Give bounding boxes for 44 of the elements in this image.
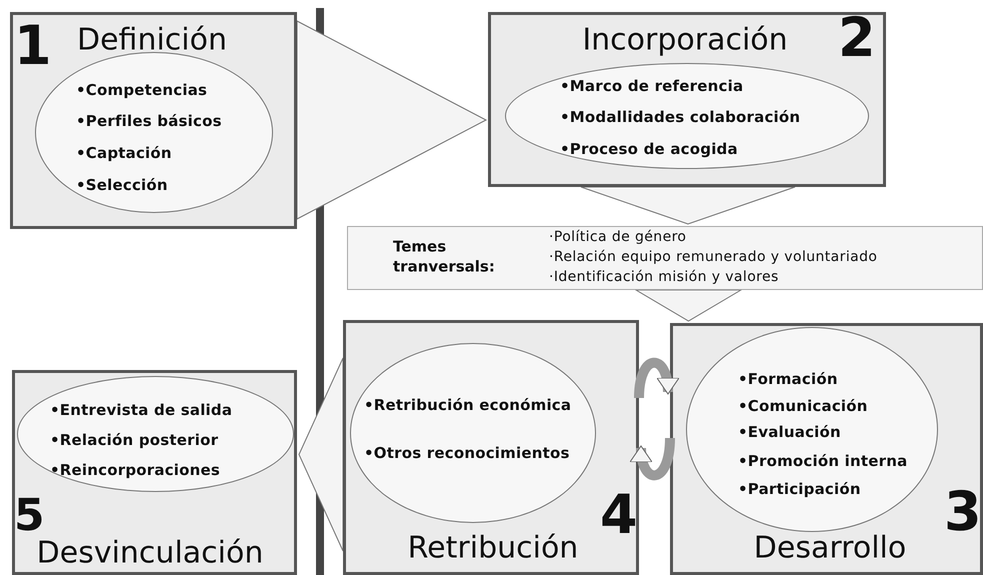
- note-heading: Temes tranversals:: [393, 238, 496, 276]
- bullet-item: •Evaluación: [738, 423, 841, 441]
- stage-box: [343, 320, 639, 575]
- bullet-item: •Proceso de acogida: [560, 140, 738, 158]
- note-item: ·Relación equipo remunerado y voluntariado: [549, 249, 878, 265]
- stage-box: [488, 12, 886, 187]
- stage-number: 2: [838, 11, 876, 65]
- stage-number: 5: [14, 494, 45, 538]
- curved-arrow: [634, 358, 679, 398]
- stage-title: Retribución: [408, 530, 578, 566]
- bullet-item: •Selección: [76, 176, 168, 194]
- stage-number: 1: [14, 19, 52, 73]
- chevron-arrow: [580, 186, 796, 226]
- bullet-item: •Relación posterior: [50, 431, 218, 449]
- bullet-item: •Otros reconocimientos: [364, 444, 570, 462]
- chevron-arrow: [636, 290, 742, 322]
- bullet-item: •Promoción interna: [738, 452, 908, 470]
- chevron-arrow: [296, 20, 488, 220]
- stage-title: Incorporación: [582, 22, 788, 58]
- stage-title: Definición: [77, 22, 227, 58]
- bullet-item: •Participación: [738, 480, 861, 498]
- bullet-item: •Modallidades colaboración: [560, 108, 800, 126]
- bullet-item: •Entrevista de salida: [50, 401, 232, 419]
- bullet-item: •Reincorporaciones: [50, 461, 220, 479]
- stage-title: Desarrollo: [754, 530, 906, 566]
- stage-number: 3: [944, 485, 982, 539]
- bullet-item: •Perfiles básicos: [76, 112, 222, 130]
- bullet-item: •Competencias: [76, 81, 208, 99]
- bullet-item: •Captación: [76, 144, 172, 162]
- note-box: [347, 226, 983, 290]
- chevron-arrow: [298, 358, 344, 552]
- stage-box: [670, 323, 983, 575]
- bullet-item: •Retribución económica: [364, 396, 572, 414]
- stage-box: [12, 370, 297, 575]
- topic-ellipse: [17, 376, 294, 492]
- stage-title: Desvinculación: [36, 536, 264, 570]
- note-item: ·Política de género: [549, 229, 686, 245]
- stage-box: [10, 12, 297, 229]
- curved-arrow: [630, 438, 675, 480]
- stage-number: 4: [600, 488, 638, 542]
- note-item: ·Identificación misión y valores: [549, 269, 779, 285]
- bullet-item: •Comunicación: [738, 397, 868, 415]
- bullet-item: •Formación: [738, 370, 838, 388]
- bullet-item: •Marco de referencia: [560, 77, 744, 95]
